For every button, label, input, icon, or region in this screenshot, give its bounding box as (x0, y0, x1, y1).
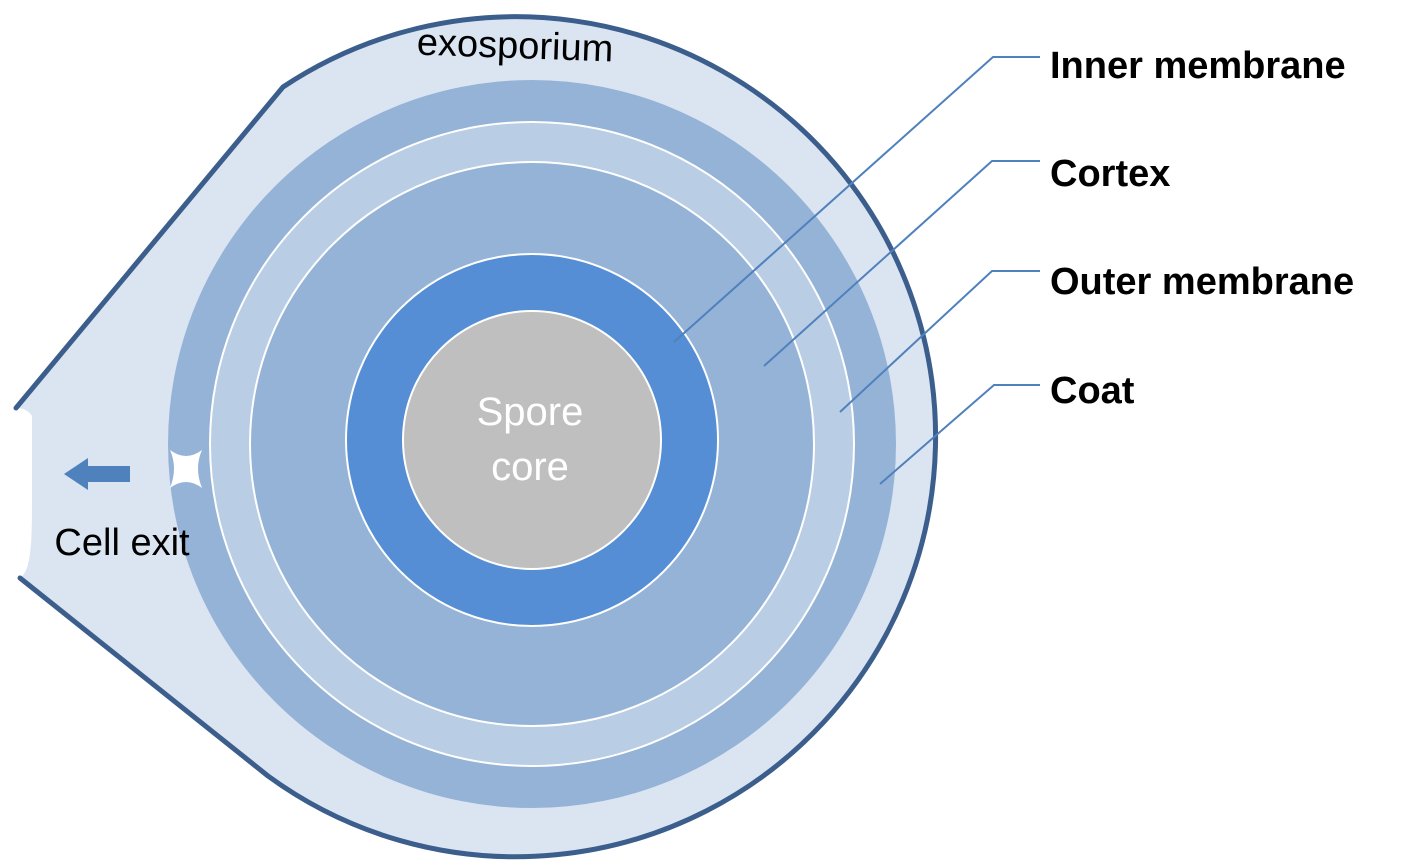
exit-arrow-icon (64, 458, 130, 490)
leader-line-coat (879, 384, 1040, 485)
leader-line-outer-membrane (839, 270, 1040, 413)
exit-pore (170, 450, 202, 488)
leader-line-cortex (763, 160, 1040, 367)
callout-cortex: Cortex (1050, 153, 1170, 195)
spore-core-label-line1: Spore (477, 390, 584, 434)
callout-outer-membrane: Outer membrane (1050, 261, 1354, 303)
spore-core (402, 310, 662, 570)
callout-coat: Coat (1050, 370, 1135, 412)
spore-core-label-line2: core (491, 445, 569, 489)
callout-inner-membrane: Inner membrane (1050, 45, 1346, 87)
leader-line-inner-membrane (673, 56, 1040, 343)
exosporium-outline (13, 14, 939, 860)
exosporium-label: exosporium (416, 22, 614, 71)
cell-exit-label: Cell exit (54, 522, 190, 564)
leader-lines (673, 56, 1040, 485)
